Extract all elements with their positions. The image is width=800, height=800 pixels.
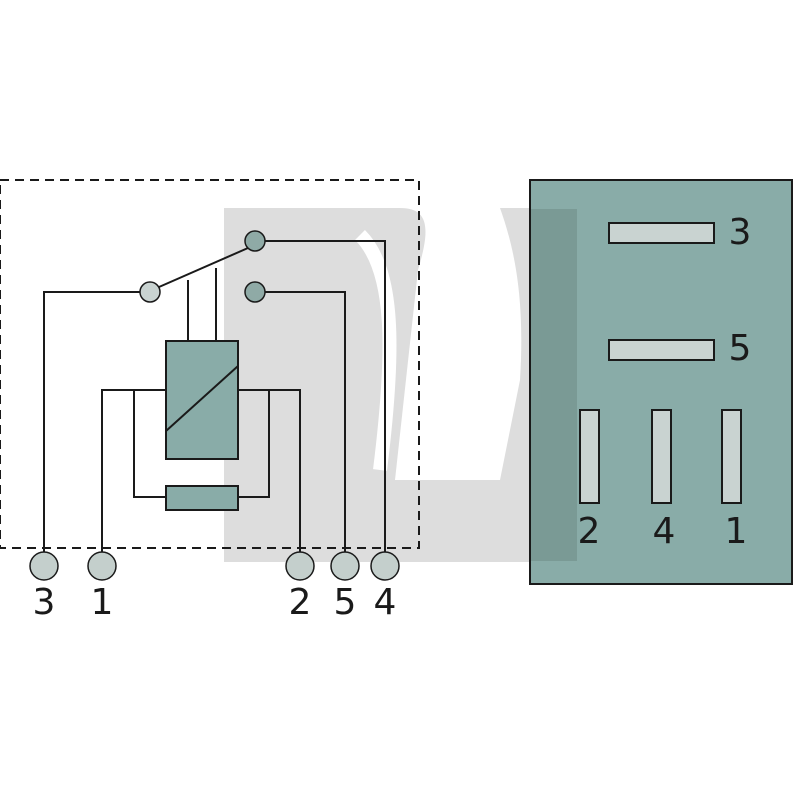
pin-label-2: 2 <box>578 511 601 552</box>
pin-3: 3 <box>608 212 752 253</box>
pin-label-5: 5 <box>729 328 752 369</box>
terminal-5: 5 <box>330 551 360 623</box>
terminal-4: 4 <box>370 551 400 623</box>
terminal-label-3: 3 <box>33 582 56 623</box>
normally-open-contact <box>244 230 266 252</box>
normally-closed-contact <box>244 281 266 303</box>
resistor <box>165 485 239 511</box>
terminal-3: 3 <box>29 551 59 623</box>
pin-label-3: 3 <box>729 212 752 253</box>
watermark-logo <box>224 208 578 562</box>
terminal-label-4: 4 <box>374 582 397 623</box>
pin-1: 1 <box>721 409 748 552</box>
terminal-label-2: 2 <box>289 582 312 623</box>
pin-5: 5 <box>608 328 752 369</box>
terminal-1: 1 <box>87 551 117 623</box>
terminal-2: 2 <box>285 551 315 623</box>
schematic-wires <box>43 240 386 552</box>
pin-label-1: 1 <box>725 511 748 552</box>
terminal-label-1: 1 <box>91 582 114 623</box>
pin-4: 4 <box>651 409 676 552</box>
relay-housing-outline <box>0 179 420 549</box>
pin-2: 2 <box>578 409 601 552</box>
relay-schematic: 3 1 2 5 4 <box>0 179 420 623</box>
common-contact <box>139 281 161 303</box>
relay-footprint: 3 5 2 4 1 <box>529 179 793 585</box>
watermark-overlap <box>531 209 577 561</box>
terminal-label-5: 5 <box>334 582 357 623</box>
relay-coil <box>165 340 239 460</box>
pin-label-4: 4 <box>653 511 676 552</box>
